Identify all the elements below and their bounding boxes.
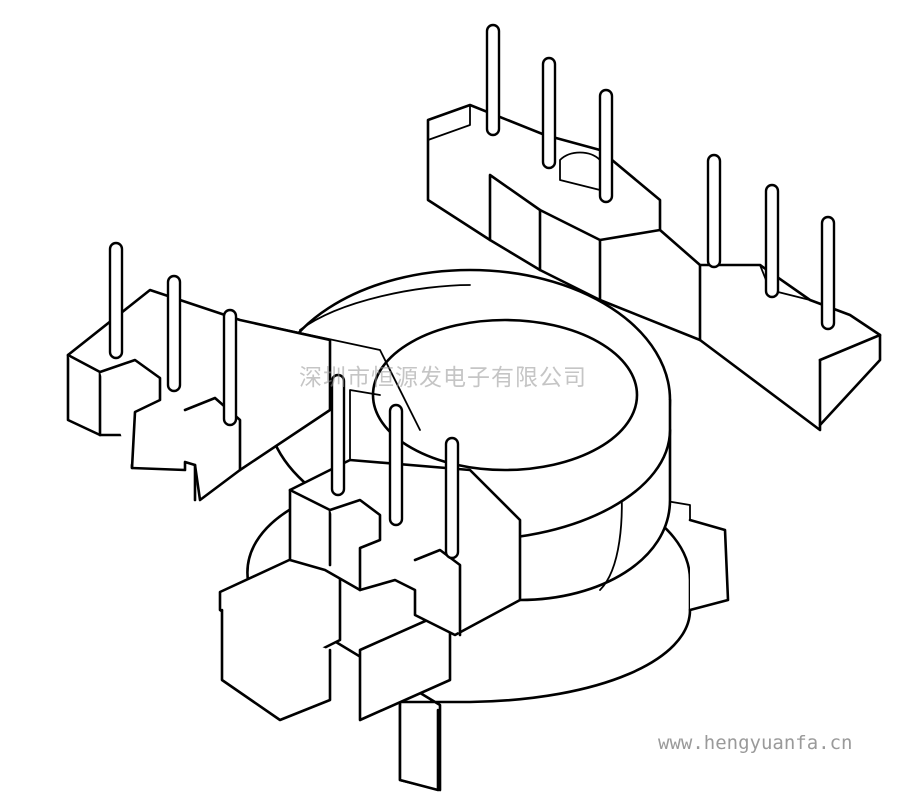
pin: [820, 215, 836, 331]
pin: [764, 183, 780, 299]
pin: [598, 88, 614, 204]
company-watermark: 深圳市恒源发电子有限公司: [299, 365, 587, 391]
pin: [166, 274, 182, 393]
pins-right-rear: [485, 23, 836, 331]
pin: [444, 436, 460, 560]
front-pin-bracket: [288, 389, 522, 637]
pin: [222, 308, 238, 427]
pin: [330, 373, 346, 497]
website-url: www.hengyuanfa.cn: [658, 732, 853, 754]
right-rear-pin-bracket: [426, 103, 882, 432]
pins-front: [330, 373, 460, 560]
pin: [485, 23, 501, 137]
pin: [706, 153, 722, 269]
pin: [108, 241, 124, 360]
pin: [541, 56, 557, 170]
pin: [388, 403, 404, 527]
pins-left-rear: [108, 241, 238, 427]
